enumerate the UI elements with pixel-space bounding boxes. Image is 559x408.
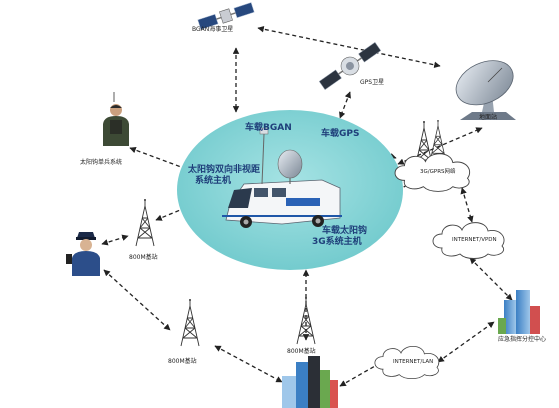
hub-vehicle-gps: 车载GPS — [321, 129, 360, 139]
soldier-icon — [103, 92, 129, 146]
arrow-lan-center — [437, 321, 495, 363]
label-single-soldier: 太阳钩单兵系统 — [80, 159, 123, 166]
label-bgan-satellite: BGAN海事卫星 — [192, 26, 234, 33]
arrow-police-tower — [101, 234, 129, 246]
cloud-label-gprs: 3G/GPRS网络 — [420, 169, 456, 175]
building-icon — [282, 356, 338, 408]
label-800m-left: 800M基站 — [129, 254, 158, 261]
hub-vehicle-3g-line1: 车载太阳钩 — [322, 226, 368, 236]
arrow-soldier-vehicle — [129, 146, 201, 176]
satellite-icon — [197, 2, 255, 30]
dish-icon — [455, 60, 516, 120]
label-800m-bottom-center: 800M基站 — [287, 348, 316, 355]
van-icon — [222, 127, 342, 228]
hub-dual-view-host-line2: 系统主机 — [195, 176, 232, 186]
label-emergency-center: 应急指挥分控中心 — [498, 336, 547, 343]
arrow-tower-hq — [214, 345, 283, 383]
satellite-icon — [318, 42, 382, 90]
arrow-bgan-ground — [257, 26, 441, 68]
police-icon — [66, 232, 100, 276]
hub-vehicle-bgan: 车载BGAN — [245, 123, 292, 133]
arrow-gprs-vpdn — [460, 187, 474, 223]
cloud-label-lan: INTERNET/LAN — [393, 359, 434, 365]
hub-vehicle-3g-line2: 3G系统主机 — [312, 237, 362, 247]
arrow-gps-vehicle — [339, 91, 351, 119]
cloud-label-vpdn: INTERNET/VPDN — [452, 237, 497, 243]
label-gps-satellite: GPS卫星 — [360, 79, 385, 86]
building-icon — [498, 290, 540, 334]
label-ground-station: 地面站 — [479, 114, 498, 121]
label-800m-bottom-left: 800M基站 — [168, 358, 197, 365]
arrow-police-tower-bottom — [103, 269, 171, 331]
arrow-hq-lan — [339, 361, 383, 387]
hub-dual-view-host-line1: 太阳钩双向非视距 — [188, 165, 261, 175]
arrow-vpdn-center — [469, 257, 513, 301]
tower-icon — [135, 198, 155, 247]
tower-icon — [180, 298, 200, 347]
